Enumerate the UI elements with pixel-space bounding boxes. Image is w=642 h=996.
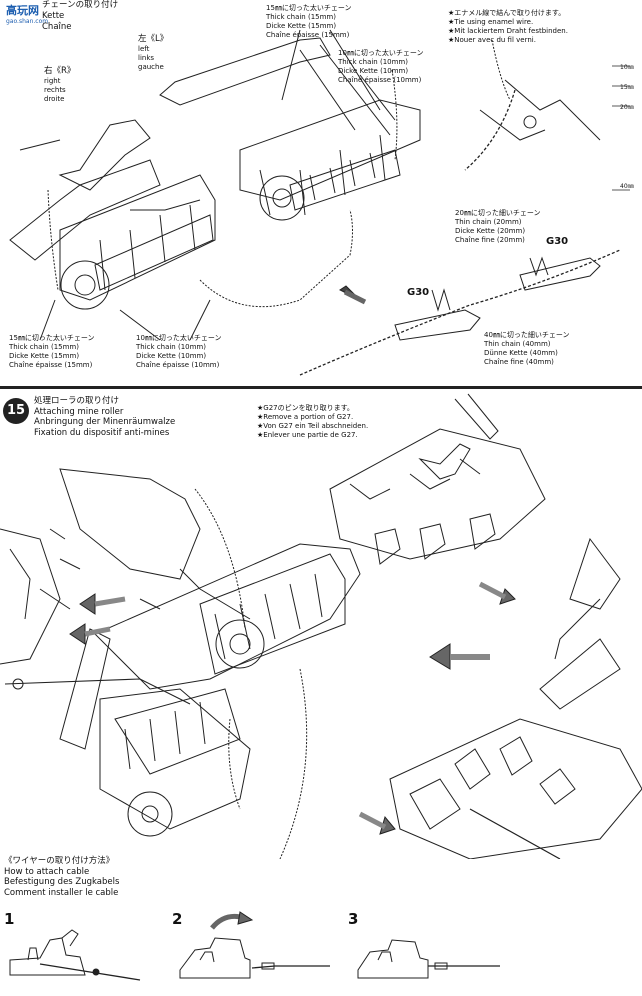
thin20-label: 20㎜に切った細いチェーン Thin chain (20mm) Dicke Ke…: [455, 209, 541, 245]
ruler-40mm: 40㎜: [620, 183, 634, 190]
chain15-bottom-fr: Chaîne épaisse (15mm): [9, 361, 93, 369]
mine-roller-drawing: [59, 543, 361, 837]
cable-howto-title: 《ワイヤーの取り付け方法》 How to attach cable Befest…: [4, 856, 119, 898]
g27-note-fr: ★Enlever une partie de G27.: [257, 431, 358, 439]
watermark-url: gao.shan.com: [6, 18, 49, 25]
substep-2-number: 2: [172, 910, 183, 928]
thin40-jp: 40㎜に切った細いチェーン: [484, 331, 570, 339]
thin20-de: Dicke Kette (20mm): [455, 227, 526, 235]
chain15-top-de: Dicke Kette (15mm): [266, 22, 337, 30]
chain15-bottom-jp: 15㎜に切った太いチェーン: [9, 334, 95, 342]
chain15-top-label: 15㎜に切った太いチェーン Thick chain (15mm) Dicke K…: [266, 4, 352, 40]
right-label: 右《R》 right rechts droite: [44, 66, 75, 104]
right-label-jp: 右《R》: [44, 66, 76, 76]
substep-1-number: 1: [4, 910, 15, 928]
thin20-en: Thin chain (20mm): [455, 218, 522, 226]
cable-title-jp: 《ワイヤーの取り付け方法》: [4, 856, 115, 866]
cable-title-de: Befestigung des Zugkabels: [4, 877, 120, 887]
wire-note-jp: ★エナメル線で結んで取り付けます。: [448, 9, 566, 17]
left-label-en: left: [138, 45, 150, 53]
step-divider: [0, 386, 642, 389]
ruler-10mm: 10㎜: [620, 64, 634, 71]
part-label-g30-left: G30: [407, 287, 430, 298]
step15-illustration: [0, 393, 642, 859]
ruler-15mm: 15㎜: [620, 84, 634, 91]
chain15-top-fr: Chaîne épaisse (15mm): [266, 31, 350, 39]
left-label-de: links: [138, 54, 155, 62]
substep-3-number: 3: [348, 910, 359, 928]
left-label: 左《L》 left links gauche: [138, 34, 168, 72]
left-label-fr: gauche: [138, 63, 164, 71]
g27-note: ★G27のピンを取り取ります。 ★Remove a portion of G27…: [257, 404, 368, 440]
roller-upper-drawing: [159, 37, 421, 221]
step14-title-de: Kette: [42, 11, 65, 21]
chain10-bottom-jp: 10㎜に切った太いチェーン: [136, 334, 222, 342]
right-label-fr: droite: [44, 95, 65, 103]
wire-note-fr: ★Nouer avec du fil verni.: [448, 36, 536, 44]
chain10-bottom-de: Dicke Kette (10mm): [136, 352, 207, 360]
step15-title-jp: 処理ローラの取り付け: [34, 396, 120, 406]
g27-note-en: ★Remove a portion of G27.: [257, 413, 354, 421]
step15-title-de: Anbringung der Minenräumwalze: [34, 417, 176, 427]
chain15-bottom-en: Thick chain (15mm): [9, 343, 79, 351]
wire-note: ★エナメル線で結んで取り付けます。 ★Tie using enamel wire…: [448, 9, 568, 45]
thin20-jp: 20㎜に切った細いチェーン: [455, 209, 541, 217]
cable-substeps-illustration: [9, 911, 500, 981]
right-label-en: right: [44, 77, 61, 85]
cable-title-fr: Comment installer le cable: [4, 887, 119, 898]
thin20-fr: Chaîne fine (20mm): [455, 236, 525, 244]
g27-note-jp: ★G27のピンを取り取ります。: [257, 404, 354, 412]
chain10-top-label: 10㎜に切った太いチェーン Thick chain (10mm) Dicke K…: [338, 49, 424, 85]
step14-title-jp: チェーンの取り付け: [42, 0, 119, 10]
step15-number-badge: 15: [3, 398, 29, 424]
chain10-top-fr: Chaîne épaisse (10mm): [338, 76, 422, 84]
substep-3-drawing: [357, 939, 500, 979]
cable-title-en: How to attach cable: [4, 866, 90, 877]
step14-illustration: [9, 29, 630, 376]
step15-title-en: Attaching mine roller: [34, 406, 124, 417]
roller-lower-drawing: [9, 119, 216, 310]
chain10-bottom-label: 10㎜に切った太いチェーン Thick chain (10mm) Dicke K…: [136, 334, 222, 370]
chain10-top-en: Thick chain (10mm): [338, 58, 408, 66]
thin40-de: Dünne Kette (40mm): [484, 349, 558, 357]
watermark-text: 高玩网: [6, 4, 39, 17]
length-ruler: 10㎜ 15㎜ 20㎜ 40㎜: [620, 62, 634, 190]
chain15-bottom-de: Dicke Kette (15mm): [9, 352, 80, 360]
step14-title: Kette Chaîne: [42, 11, 72, 33]
substep-1-drawing: [9, 929, 141, 981]
chain10-bottom-en: Thick chain (10mm): [136, 343, 206, 351]
chain15-bottom-label: 15㎜に切った太いチェーン Thick chain (15mm) Dicke K…: [9, 334, 95, 370]
ruler-20mm: 20㎜: [620, 104, 634, 111]
chain15-top-jp: 15㎜に切った太いチェーン: [266, 4, 352, 12]
step14-title-fr: Chaîne: [42, 22, 72, 32]
g27-note-de: ★Von G27 ein Teil abschneiden.: [257, 422, 369, 430]
step15-title-fr: Fixation du dispositif anti-mines: [34, 427, 170, 438]
watermark-logo: 高玩网 gao.shan.com: [6, 2, 48, 25]
chain10-top-de: Dicke Kette (10mm): [338, 67, 409, 75]
thin40-en: Thin chain (40mm): [484, 340, 551, 348]
chain15-top-en: Thick chain (15mm): [266, 13, 336, 21]
wire-note-de: ★Mit lackiertem Draht festbinden.: [448, 27, 568, 35]
thin40-fr: Chaîne fine (40mm): [484, 358, 554, 366]
thin40-label: 40㎜に切った細いチェーン Thin chain (40mm) Dünne Ke…: [484, 331, 570, 367]
chain10-bottom-fr: Chaîne épaisse (10mm): [136, 361, 220, 369]
chain10-top-jp: 10㎜に切った太いチェーン: [338, 49, 424, 57]
hull-attachment-drawing: [389, 537, 642, 859]
part-label-g30-right: G30: [546, 236, 569, 247]
step15-title: 処理ローラの取り付け Attaching mine roller Anbring…: [34, 396, 175, 438]
part-g27-drawing: [329, 393, 546, 565]
chain-detail-drawing: [299, 39, 621, 376]
wire-note-en: ★Tie using enamel wire.: [448, 18, 534, 26]
right-label-de: rechts: [44, 86, 66, 94]
substep-2-drawing: [179, 911, 330, 979]
left-label-jp: 左《L》: [138, 34, 169, 44]
